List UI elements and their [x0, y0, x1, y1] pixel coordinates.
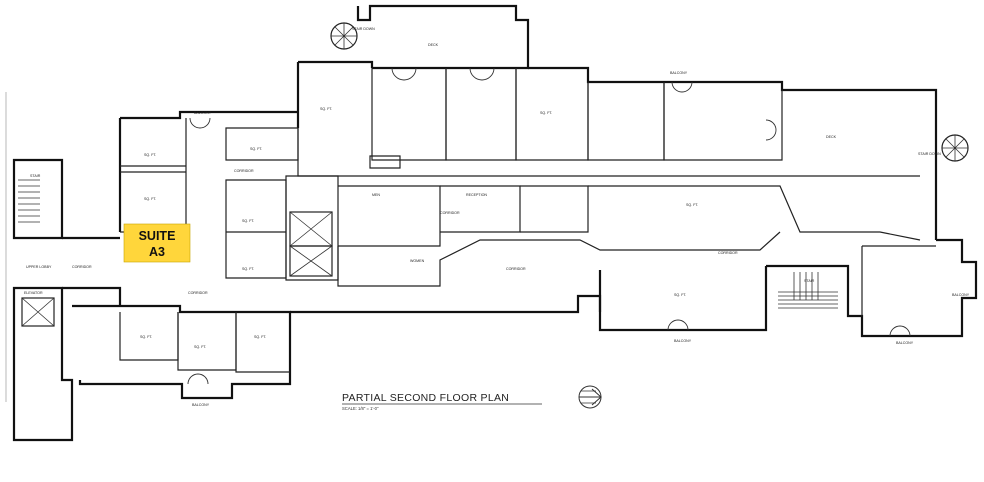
room-labels: DECK DECK STAIR DOWN STAIR DOWN BALCONY …	[24, 27, 970, 407]
plan-scale: SCALE: 1/8" = 1'-0"	[342, 406, 379, 411]
women-label: WOMEN	[410, 259, 425, 263]
balcony-a-label: BALCONY	[194, 111, 212, 115]
corridor-b-label: CORRIDOR	[72, 265, 92, 269]
title-block: PARTIAL SECOND FLOOR PLAN SCALE: 1/8" = …	[342, 392, 542, 411]
room-11-label: SQ. FT.	[254, 335, 266, 339]
room-4-label: SQ. FT.	[242, 219, 254, 223]
corridor-d-label: CORRIDOR	[440, 211, 460, 215]
corridor-a-label: CORRIDOR	[234, 169, 254, 173]
room-8-label: SQ. FT.	[674, 293, 686, 297]
men-label: MEN	[372, 193, 380, 197]
deck-top-label: DECK	[428, 43, 439, 47]
room-5-label: SQ. FT.	[242, 267, 254, 271]
elevator-label: ELEVATOR	[24, 291, 43, 295]
corridor-f-label: CORRIDOR	[718, 251, 738, 255]
room-9-label: SQ. FT.	[140, 335, 152, 339]
suite-a3-highlight[interactable]: SUITE A3	[123, 223, 191, 263]
spiral-stair-top	[330, 22, 358, 50]
balcony-c-label: BALCONY	[674, 339, 692, 343]
interior-walls	[119, 68, 936, 373]
suite-label-line1: SUITE	[139, 229, 176, 243]
stairs-right	[778, 272, 838, 309]
suite-a3-box[interactable]	[123, 223, 191, 263]
stair-right-label: STAIR	[804, 279, 815, 283]
room-7-label: SQ. FT.	[686, 203, 698, 207]
stair-down-right-label: STAIR DOWN	[918, 152, 941, 156]
exterior-walls	[12, 4, 978, 442]
center-shafts	[289, 211, 333, 277]
suite-label-line2: A3	[149, 245, 165, 259]
reception-label: RECEPTION	[466, 193, 487, 197]
stair-left-label: STAIR	[30, 174, 41, 178]
deck-right-label: DECK	[826, 135, 837, 139]
corridor-e-label: CORRIDOR	[506, 267, 526, 271]
room-1-label: SQ. FT.	[144, 153, 156, 157]
upper-lobby-label: UPPER LOBBY	[26, 265, 52, 269]
room-6-label: SQ. FT.	[320, 107, 332, 111]
room-3-label: SQ. FT.	[250, 147, 262, 151]
balcony-d-label: BALCONY	[192, 403, 210, 407]
elevator-shaft	[21, 297, 55, 327]
plan-title: PARTIAL SECOND FLOOR PLAN	[342, 392, 509, 404]
spiral-stair-right	[941, 134, 969, 162]
stair-down-top-label: STAIR DOWN	[352, 27, 375, 31]
room-10-label: SQ. FT.	[194, 345, 206, 349]
corridor-c-label: CORRIDOR	[188, 291, 208, 295]
north-arrow-icon	[578, 385, 602, 409]
balcony-e-label: BALCONY	[896, 341, 914, 345]
stairs-left	[18, 179, 40, 223]
balcony-b-label: BALCONY	[670, 71, 688, 75]
room-12-label: SQ. FT.	[540, 111, 552, 115]
room-2-label: SQ. FT.	[144, 197, 156, 201]
balcony-f-label: BALCONY	[952, 293, 970, 297]
doors	[187, 67, 911, 385]
